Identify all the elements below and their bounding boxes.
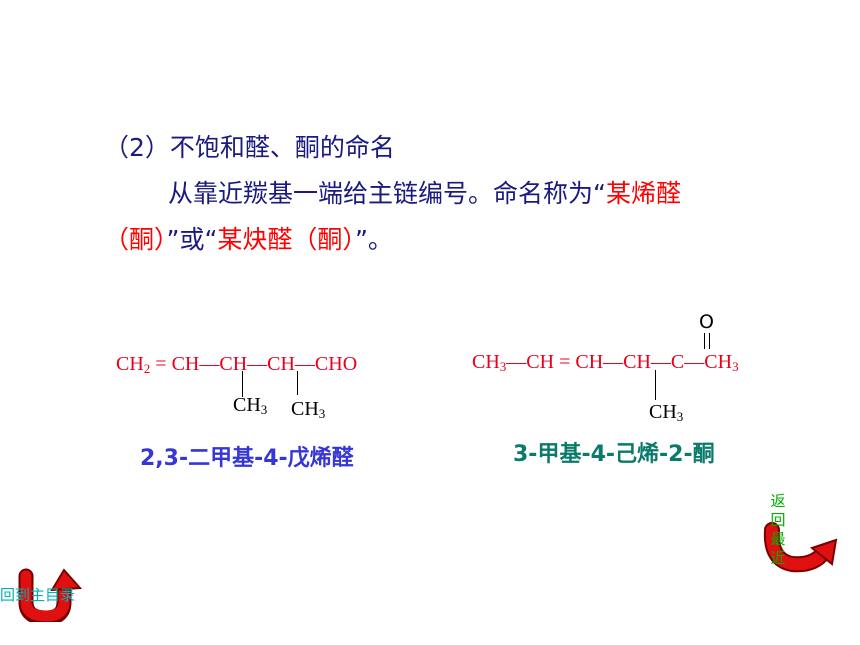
compound2-bond (655, 370, 656, 400)
explanation-line-2: （酮）”或“某炔醛（酮）”。 (104, 220, 393, 256)
back-to-main-label: 回到主目录 (0, 586, 76, 604)
curved-arrow-icon (763, 522, 838, 573)
compound2-name: 3-甲基-4-己烯-2-酮 (513, 442, 715, 467)
back-to-main-button[interactable]: 回到主目录 (0, 566, 110, 622)
back-to-recent-label: 返 回 最 近 (770, 492, 786, 567)
compound2-double-bond-b (709, 333, 710, 349)
compound1-main-chain: CH2 = CH—CH—CH—CHO (116, 353, 358, 376)
highlight-alkenal: 某烯醛 (605, 179, 681, 208)
highlight-ketone: （酮） (104, 225, 167, 254)
compound2-oxygen: O (699, 311, 714, 333)
u-turn-arrow-icon (18, 568, 83, 622)
compound1-bond-1 (242, 371, 243, 397)
compound2-double-bond-a (704, 333, 705, 349)
compound2-main-chain: CH3—CH = CH—CH—C—CH3 (472, 351, 739, 374)
compound1-bond-2 (297, 371, 298, 395)
explanation-line-1: 从靠近羰基一端给主链编号。命名称为“某烯醛 (168, 174, 681, 210)
compound1-name: 2,3-二甲基-4-戊烯醛 (140, 446, 354, 471)
explanation-text: 从靠近羰基一端给主链编号。命名称为“ (168, 179, 606, 208)
compound1-methyl-1: CH3 (233, 394, 268, 417)
compound1-methyl-2: CH3 (291, 398, 326, 421)
back-to-recent-button[interactable]: 返 回 最 近 (762, 490, 842, 590)
section-heading: （2）不饱和醛、酮的命名 (104, 133, 395, 162)
explanation-connector: ”或“ (166, 225, 218, 254)
compound2-methyl: CH3 (649, 401, 684, 424)
highlight-alkynal: 某炔醛（酮） (217, 225, 355, 254)
explanation-end: ”。 (354, 225, 393, 254)
